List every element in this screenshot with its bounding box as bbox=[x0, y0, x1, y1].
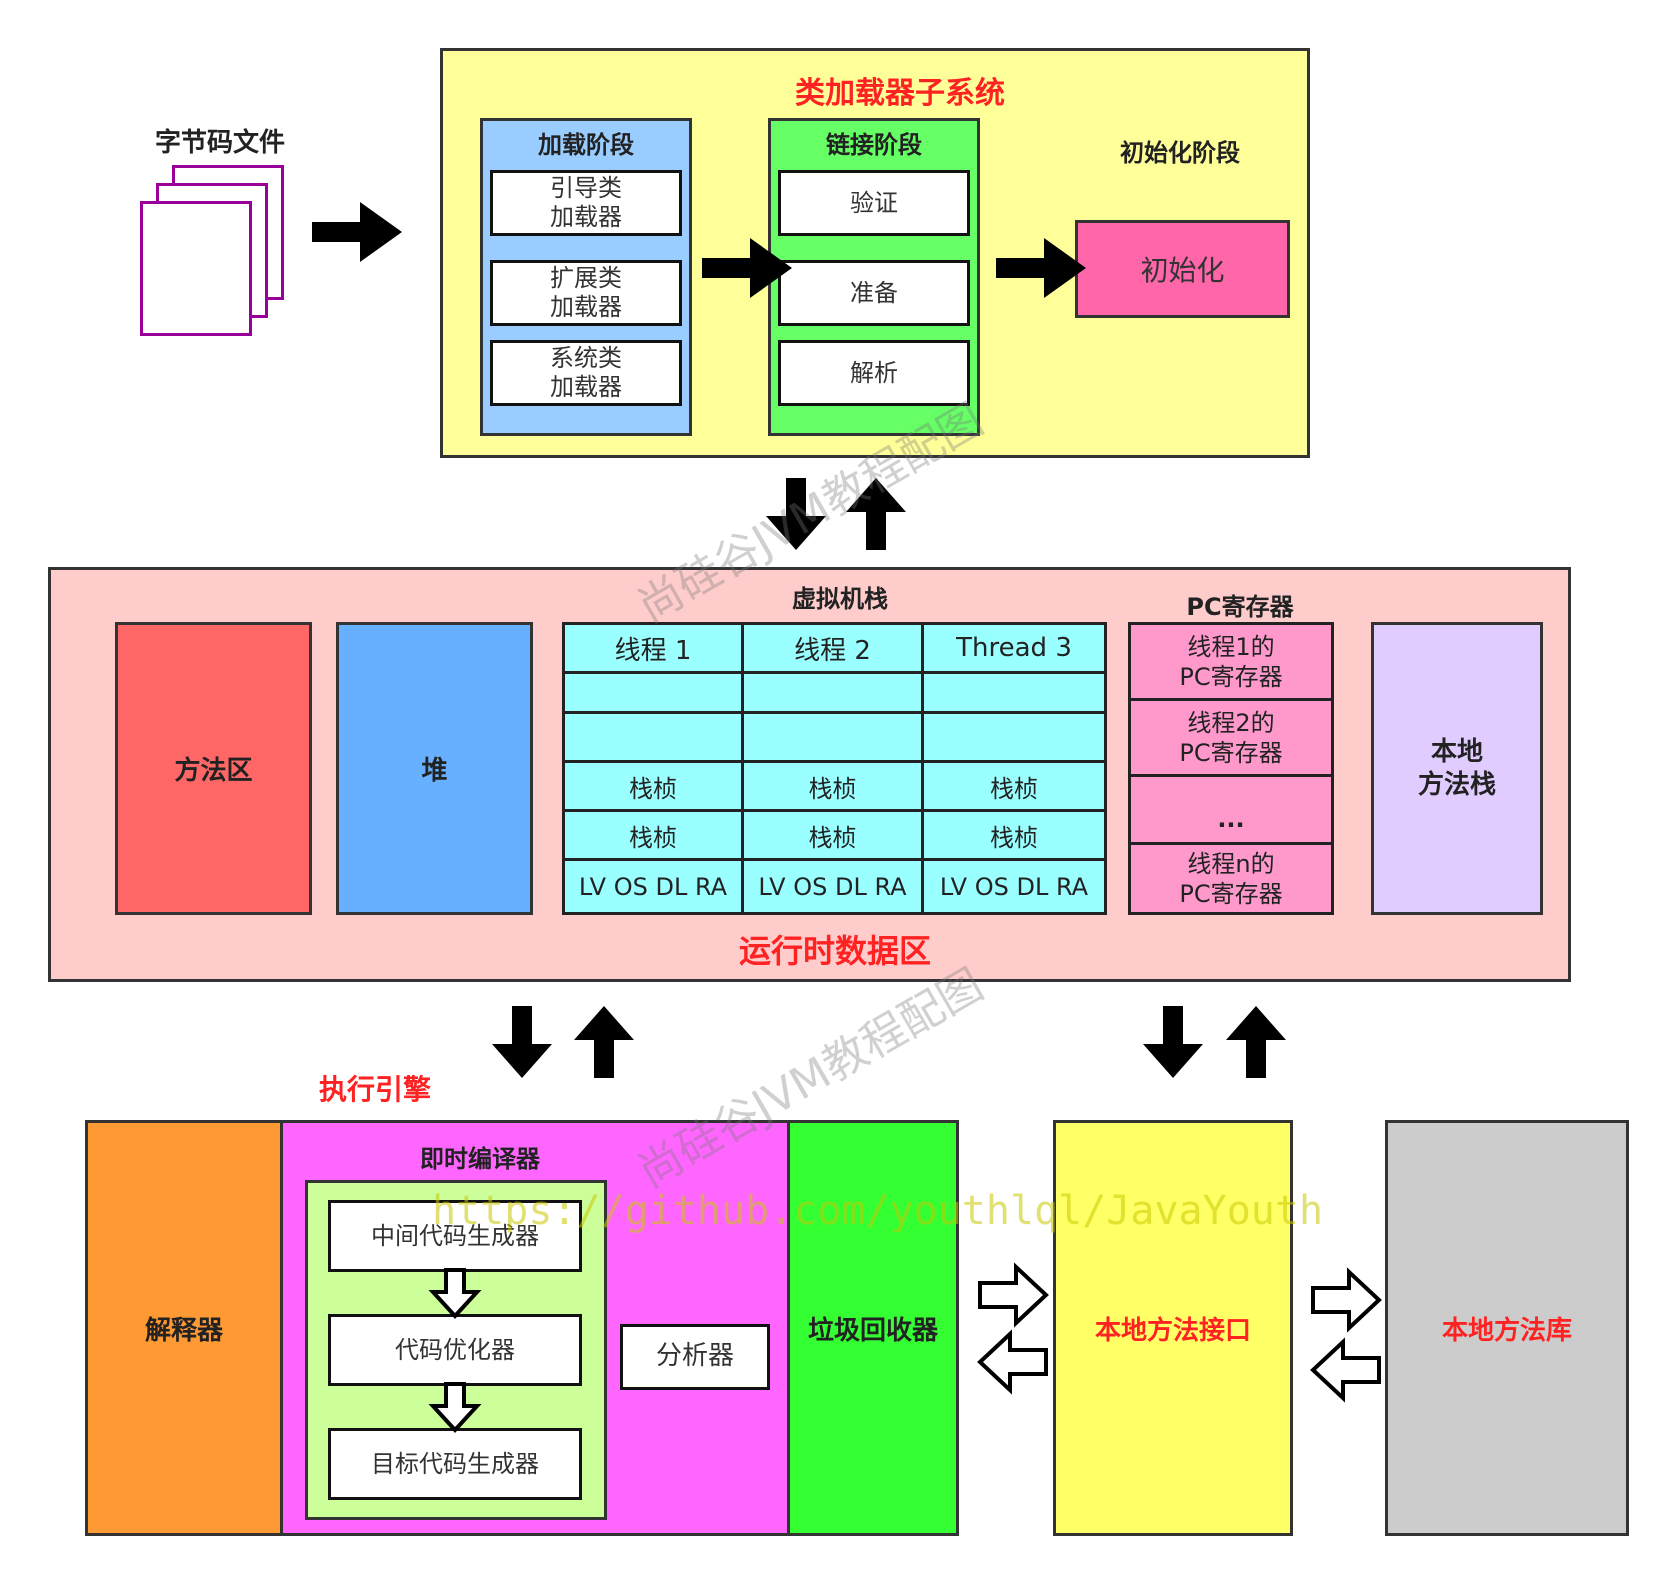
arrow-up-icon bbox=[574, 1006, 634, 1078]
linking-stage-title: 链接阶段 bbox=[826, 130, 922, 159]
native-method-stack: 本地 方法栈 bbox=[1371, 622, 1543, 915]
prepare-step: 准备 bbox=[778, 260, 970, 326]
pc-register-item: 线程n的 PC寄存器 bbox=[1128, 842, 1334, 915]
watermark-url: https://github.com/youthlql/JavaYouth bbox=[432, 1188, 1324, 1234]
heap: 堆 bbox=[336, 622, 533, 915]
bytecode-label: 字节码文件 bbox=[154, 127, 285, 158]
stack-slot-empty bbox=[921, 671, 1107, 714]
bootstrap-classloader: 引导类 加载器 bbox=[490, 170, 682, 236]
code-optimizer: 代码优化器 bbox=[328, 1314, 582, 1386]
arrow-right-outline-icon bbox=[1311, 1270, 1381, 1330]
stack-frame: 栈桢 bbox=[741, 760, 924, 812]
arrow-right-icon bbox=[996, 238, 1086, 298]
bytecode-file-sheet bbox=[140, 201, 252, 336]
native-method-interface: 本地方法接口 bbox=[1053, 1120, 1293, 1536]
engine-title: 执行引擎 bbox=[318, 1073, 431, 1106]
thread-header: Thread 3 bbox=[921, 622, 1107, 674]
pc-register-ellipsis: ... bbox=[1128, 774, 1334, 845]
arrow-right-outline-icon bbox=[978, 1265, 1048, 1325]
loading-stage-title: 加载阶段 bbox=[538, 130, 634, 159]
arrow-down-icon bbox=[1143, 1006, 1203, 1078]
arrow-right-icon bbox=[312, 202, 402, 262]
arrow-up-icon bbox=[1226, 1006, 1286, 1078]
pc-register-item: 线程1的 PC寄存器 bbox=[1128, 622, 1334, 701]
arrow-down-outline-icon bbox=[431, 1268, 479, 1318]
stack-frame-detail: LV OS DL RA bbox=[921, 858, 1107, 915]
stack-frame-detail: LV OS DL RA bbox=[741, 858, 924, 915]
verify-step: 验证 bbox=[778, 170, 970, 236]
arrow-right-icon bbox=[702, 238, 792, 298]
garbage-collector: 垃圾回收器 bbox=[787, 1120, 959, 1536]
arrow-left-outline-icon bbox=[978, 1332, 1048, 1392]
stack-frame: 栈桢 bbox=[741, 809, 924, 861]
analyzer: 分析器 bbox=[620, 1324, 770, 1390]
stack-slot-empty bbox=[741, 671, 924, 714]
vm-stack-grid: 线程 1 栈桢 栈桢 LV OS DL RA 线程 2 栈桢 栈桢 LV OS … bbox=[562, 622, 1107, 915]
arrow-left-outline-icon bbox=[1311, 1340, 1381, 1400]
stack-slot-empty bbox=[741, 711, 924, 763]
interpreter: 解释器 bbox=[85, 1120, 283, 1536]
method-area: 方法区 bbox=[115, 622, 312, 915]
resolve-step: 解析 bbox=[778, 340, 970, 406]
stack-frame-detail: LV OS DL RA bbox=[562, 858, 744, 915]
extension-classloader: 扩展类 加载器 bbox=[490, 260, 682, 326]
arrow-down-outline-icon bbox=[431, 1382, 479, 1432]
stack-frame: 栈桢 bbox=[921, 809, 1107, 861]
init-stage-title: 初始化阶段 bbox=[1120, 138, 1240, 167]
arrow-down-icon bbox=[492, 1006, 552, 1078]
init-box: 初始化 bbox=[1075, 220, 1290, 318]
thread-header: 线程 1 bbox=[562, 622, 744, 674]
system-classloader: 系统类 加载器 bbox=[490, 340, 682, 406]
bytecode-file-stack bbox=[140, 165, 290, 340]
classloader-title: 类加载器子系统 bbox=[795, 76, 1005, 111]
pc-register-column: 线程1的 PC寄存器 线程2的 PC寄存器 ... 线程n的 PC寄存器 bbox=[1128, 622, 1334, 915]
vm-stack-title: 虚拟机栈 bbox=[792, 584, 888, 613]
native-method-library: 本地方法库 bbox=[1385, 1120, 1629, 1536]
jit-compiler-title: 即时编译器 bbox=[420, 1144, 540, 1173]
pc-register-title: PC寄存器 bbox=[1186, 592, 1294, 621]
runtime-title: 运行时数据区 bbox=[738, 932, 931, 970]
pc-register-item: 线程2的 PC寄存器 bbox=[1128, 698, 1334, 777]
